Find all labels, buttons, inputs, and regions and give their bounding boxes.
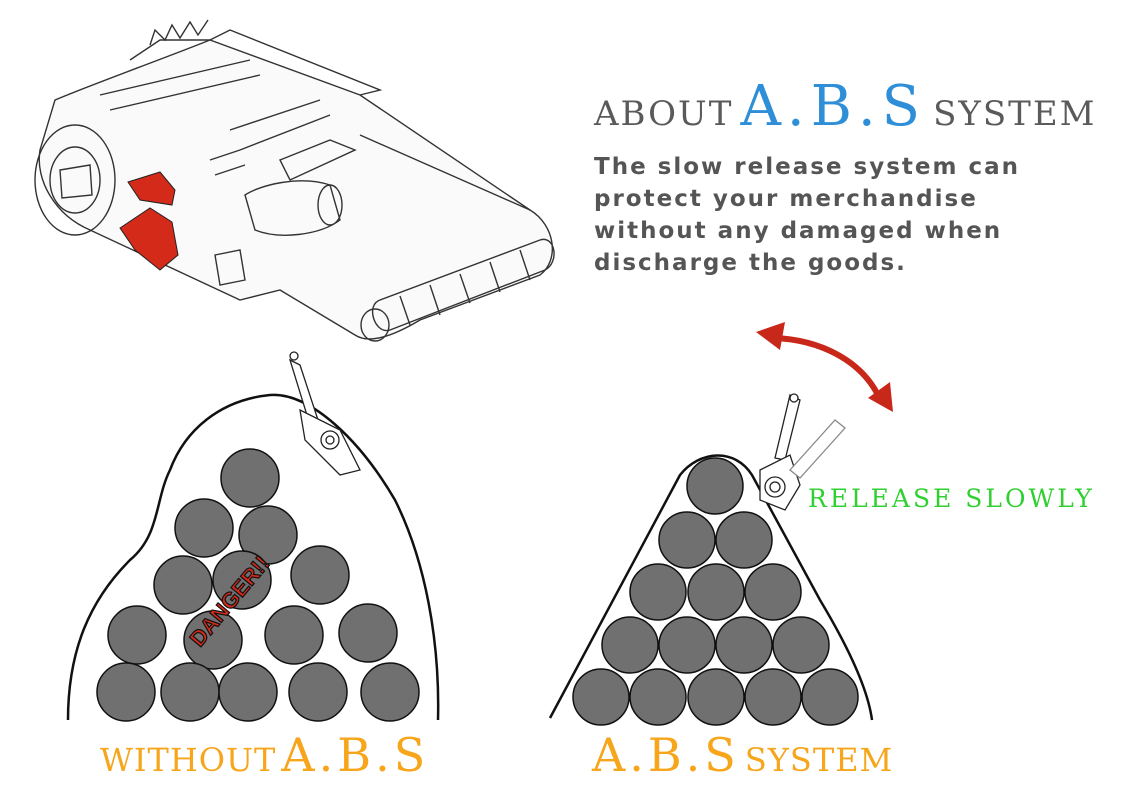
right-caption-highlight: A.B.S: [592, 728, 740, 782]
left-ratchet-illustration: [288, 351, 361, 476]
right-caption: A.B.S SYSTEM: [592, 728, 893, 782]
left-caption: WITHOUT A.B.S: [100, 728, 429, 782]
page-title: ABOUT A.B.S SYSTEM: [594, 74, 1096, 139]
right-cargo-pile: [572, 457, 859, 726]
left-caption-prefix: WITHOUT: [100, 741, 277, 779]
red-double-arrow: [756, 322, 893, 412]
right-ratchet-illustration: [759, 393, 846, 511]
left-caption-highlight: A.B.S: [281, 728, 430, 782]
title-suffix: SYSTEM: [933, 94, 1097, 134]
title-prefix: ABOUT: [594, 94, 734, 134]
red-release-lever: [127, 171, 176, 206]
red-release-handle: [119, 207, 179, 271]
ratchet-buckle-illustration: [34, 19, 555, 342]
right-caption-suffix: SYSTEM: [744, 741, 894, 779]
description-text: The slow release system can protect your…: [594, 154, 1021, 276]
release-slowly-label: RELEASE SLOWLY: [808, 484, 1095, 513]
title-highlight: A.B.S: [740, 74, 927, 139]
left-strap-outline: [66, 393, 440, 721]
right-strap-outline: [548, 454, 874, 721]
left-cargo-pile: [96, 448, 420, 722]
